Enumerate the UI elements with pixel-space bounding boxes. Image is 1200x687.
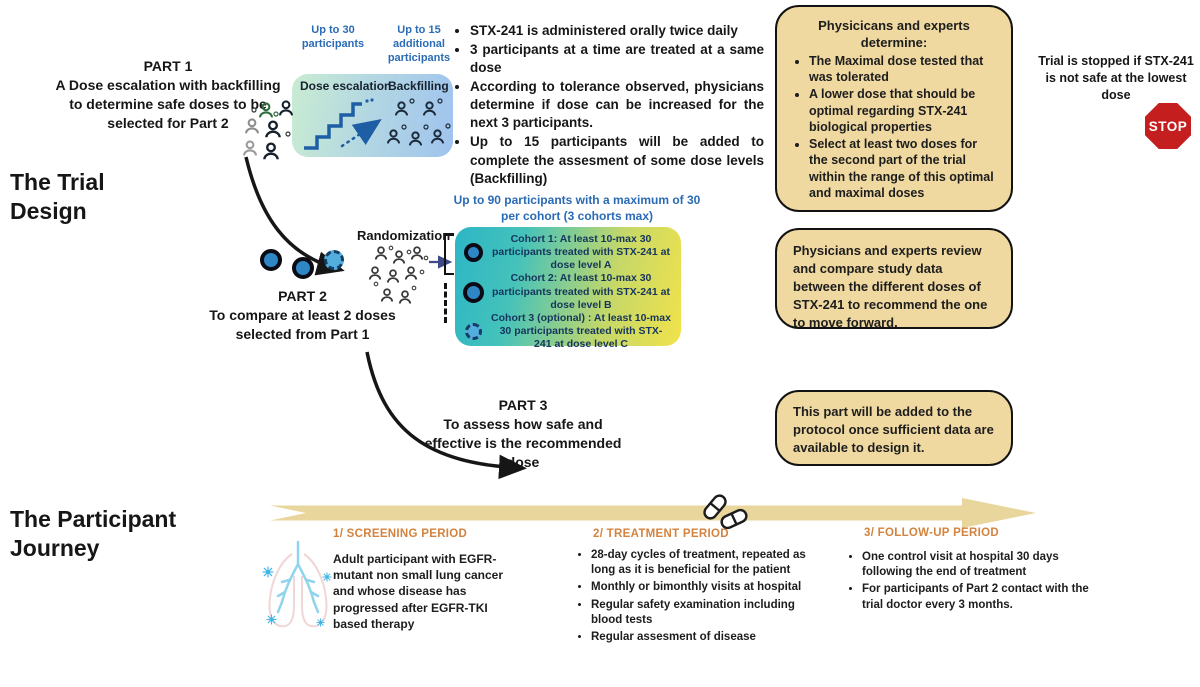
bullet-item: According to tolerance observed, physici…	[470, 78, 764, 132]
cohort1-dose-icon	[455, 243, 491, 263]
bullet-item: 28-day cycles of treatment, repeated as …	[591, 548, 817, 578]
experts-determine-title: Physicicans and experts determine:	[818, 18, 970, 50]
dose-escalation-label: Dose escalation	[300, 79, 392, 93]
up-to-30-label: Up to 30 participants	[301, 24, 365, 50]
cohort1-text: Cohort 1: At least 10-max 30 participant…	[492, 233, 670, 272]
bullet-item: For participants of Part 2 contact with …	[862, 582, 1104, 612]
bullet-item: Regular assesment of disease	[591, 630, 817, 645]
part1-participants-icon	[243, 100, 293, 160]
bullet-item: Up to 15 participants will be added to c…	[470, 133, 764, 187]
backfilling-label: Backfilling	[388, 79, 449, 93]
cohort-bracket-dashed	[444, 283, 452, 323]
cohort3-dose-icon	[455, 322, 491, 340]
part3-protocol-box: This part will be added to the protocol …	[775, 390, 1013, 466]
trial-stopped-note: Trial is stopped if STX-241 is not safe …	[1038, 54, 1194, 102]
follow-up-period-heading: 3/ FOLLOW-UP PERIOD	[864, 527, 999, 539]
part1-to-part2-arrow	[244, 156, 345, 276]
journey-timeline-arrow	[270, 498, 1036, 528]
lungs-icon	[262, 540, 332, 628]
cohort2-text: Cohort 2: At least 10-max 30 participant…	[492, 272, 670, 311]
experts-determine-box: Physicicans and experts determine: The M…	[775, 5, 1013, 212]
part1-title: PART 1	[143, 58, 193, 74]
escalation-arrow-icon	[340, 119, 382, 148]
stx241-info-list: STX-241 is administered orally twice dai…	[452, 22, 764, 189]
bullet-item: Regular safety examination including blo…	[591, 598, 817, 628]
participant-journey-heading: The Participant Journey	[10, 506, 177, 561]
cohort3-text: Cohort 3 (optional) : At least 10-max 30…	[491, 311, 671, 350]
cohort-row-3: Cohort 3 (optional) : At least 10-max 30…	[455, 312, 681, 351]
bullet-item: Select at least two doses for the second…	[809, 136, 999, 201]
part1-block: PART 1 A Dose escalation with backfillin…	[48, 57, 288, 133]
bullet-item: Monthly or bimonthly visits at hospital	[591, 580, 817, 595]
treatment-bullet-list: 28-day cycles of treatment, repeated as …	[575, 548, 817, 645]
stop-sign-label: STOP	[1148, 118, 1188, 134]
treatment-period-list: 28-day cycles of treatment, repeated as …	[575, 548, 817, 647]
part2-block: PART 2 To compare at least 2 doses selec…	[195, 287, 410, 344]
screening-period-text: Adult participant with EGFR-mutant non s…	[333, 552, 504, 631]
cohort-box: Cohort 1: At least 10-max 30 participant…	[455, 227, 681, 350]
bullet-item: One control visit at hospital 30 days fo…	[862, 550, 1104, 580]
pills-icon	[703, 494, 748, 530]
dose-c-circle-icon	[324, 250, 344, 270]
cohort-bracket	[444, 233, 454, 275]
part3-block: PART 3 To assess how safe and effective …	[418, 396, 628, 472]
experts-determine-list: The Maximal dose tested that was tolerat…	[789, 53, 999, 201]
part2-description: To compare at least 2 doses selected fro…	[209, 306, 396, 342]
randomization-participants-icon	[368, 245, 429, 304]
dose-a-circle-icon	[260, 249, 282, 271]
bullet-item: STX-241 is administered orally twice dai…	[470, 22, 764, 40]
part3-title: PART 3	[498, 397, 548, 413]
screening-period-heading: 1/ SCREENING PERIOD	[333, 528, 468, 540]
bullet-item: The Maximal dose tested that was tolerat…	[809, 53, 999, 86]
part3-description: To assess how safe and effective is the …	[424, 415, 622, 470]
experts-review-box: Physicians and experts review and compar…	[775, 228, 1013, 330]
bullet-item: A lower dose that should be optimal rega…	[809, 86, 999, 135]
part2-title: PART 2	[278, 288, 327, 304]
stx241-bullet-list: STX-241 is administered orally twice dai…	[452, 22, 764, 188]
cohort-section-heading: Up to 90 participants with a maximum of …	[453, 193, 701, 223]
follow-up-bullet-list: One control visit at hospital 30 days fo…	[846, 550, 1104, 613]
cohort-row-2: Cohort 2: At least 10-max 30 participant…	[455, 272, 681, 311]
up-to-15-label: Up to 15 additional participants	[387, 24, 451, 64]
part3-protocol-text: This part will be added to the protocol …	[793, 404, 994, 455]
cohort2-dose-icon	[455, 281, 491, 303]
stairs-icon	[304, 98, 374, 150]
bullet-item: 3 participants at a time are treated at …	[470, 41, 764, 77]
treatment-period-heading: 2/ TREATMENT PERIOD	[593, 528, 729, 540]
follow-up-period-list: One control visit at hospital 30 days fo…	[846, 550, 1104, 615]
trial-design-heading: The Trial Design	[10, 169, 105, 224]
randomization-label: Randomization	[357, 228, 451, 243]
backfilling-participants-icon	[386, 98, 451, 146]
part1-description: A Dose escalation with backfilling to de…	[55, 76, 281, 131]
dose-b-circle-icon	[292, 257, 314, 279]
stop-sign-icon: STOP	[1145, 103, 1191, 149]
cohort-row-1: Cohort 1: At least 10-max 30 participant…	[455, 233, 681, 272]
experts-review-text: Physicians and experts review and compar…	[793, 243, 988, 330]
